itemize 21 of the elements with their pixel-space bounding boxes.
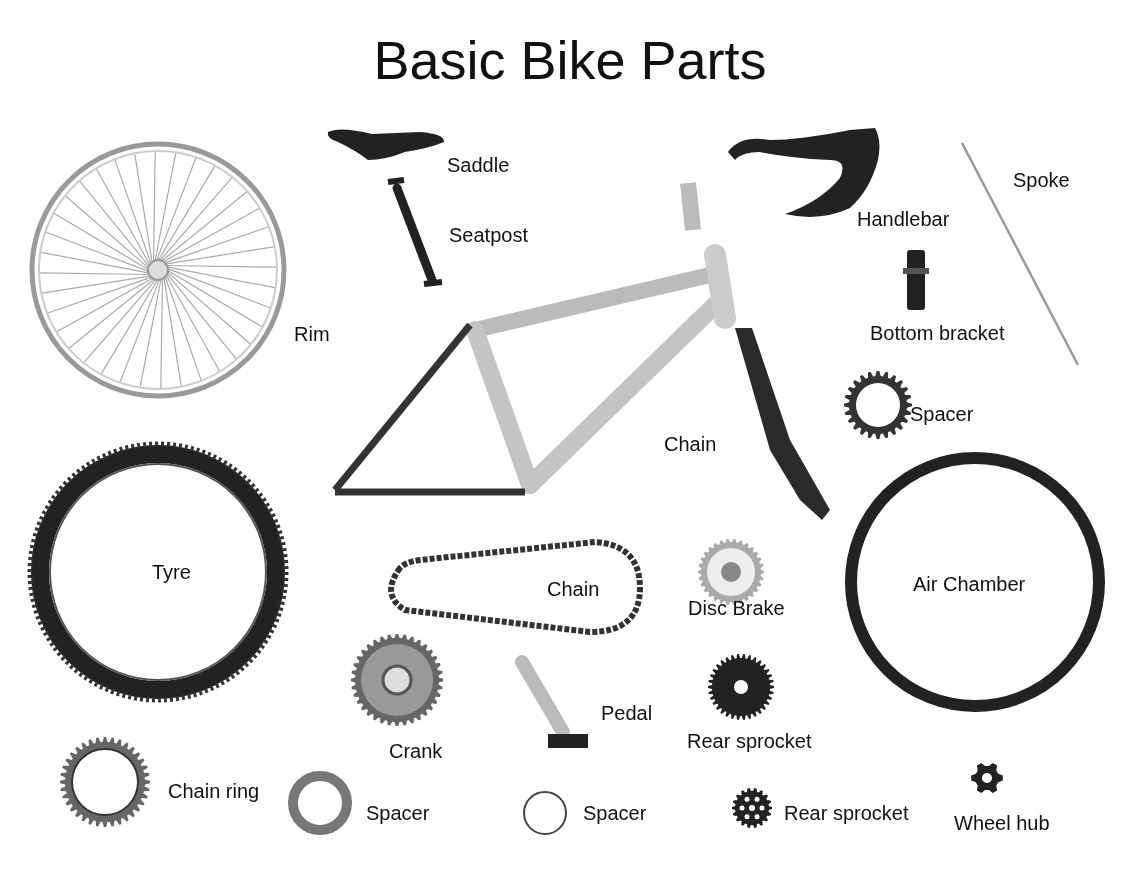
part-label: Bottom bracket [870, 321, 1005, 345]
part-label: Spacer [910, 402, 974, 426]
part-label: Saddle [447, 153, 510, 177]
part-label: Disc Brake [688, 596, 785, 620]
part-label: Tyre [152, 560, 191, 584]
part-label: Chain [664, 432, 717, 456]
part-label: Crank [389, 739, 443, 763]
part-label: Air Chamber [913, 572, 1026, 596]
part-label: Chain [547, 577, 600, 601]
part-label: Rear sprocket [687, 729, 812, 753]
title: Basic Bike Parts [372, 29, 768, 92]
part-label: Seatpost [449, 223, 528, 247]
part-label: Rim [294, 322, 330, 346]
part-label: Handlebar [857, 207, 950, 231]
part-label: Chain ring [168, 779, 260, 803]
part-label: Spacer [583, 801, 647, 825]
part-label: Wheel hub [954, 811, 1050, 835]
part-label: Rear sprocket [784, 801, 909, 825]
part-label: Pedal [601, 701, 653, 725]
part-label: Spoke [1013, 168, 1070, 192]
part-label: Spacer [366, 801, 430, 825]
